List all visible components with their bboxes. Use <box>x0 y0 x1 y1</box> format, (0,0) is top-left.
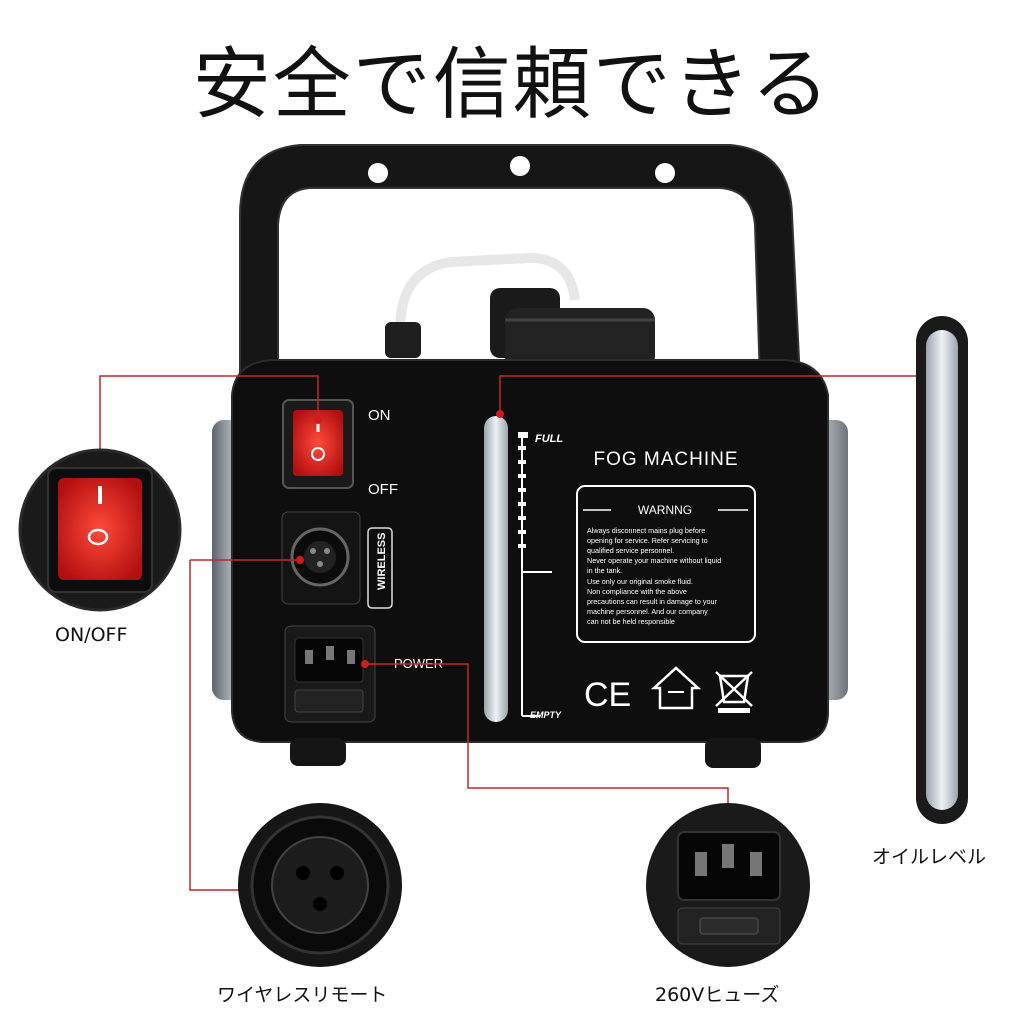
gauge-full-label: FULL <box>535 433 563 445</box>
callout-dot <box>296 556 304 564</box>
warning-line: qualified service personnel. <box>587 546 674 555</box>
ce-mark: CE <box>584 676 631 714</box>
switch-off-label: OFF <box>368 481 398 498</box>
oil-level-callout-label: オイルレベル <box>872 846 987 868</box>
warning-line: Never operate your machine without liqui… <box>587 556 721 565</box>
oil-level-closeup <box>916 316 968 824</box>
wireless-socket-closeup <box>238 803 402 967</box>
warning-line: Use only our original smoke fluid. <box>587 577 693 586</box>
switch-callout-label: ON/OFF <box>55 624 128 646</box>
callout-dot <box>314 416 322 424</box>
brand-label: FOG MACHINE <box>593 449 738 470</box>
carry-handle <box>239 144 802 381</box>
oil-level-tube <box>484 416 508 722</box>
power-switch[interactable] <box>282 399 354 489</box>
indoor-use-icon <box>650 666 702 710</box>
callout-dot <box>361 660 369 668</box>
warning-panel: WARNNG Always disconnect mains plug befo… <box>576 485 756 643</box>
tank-cap <box>385 252 655 368</box>
warning-line: opening for service. Refer servicing to <box>587 536 708 545</box>
wireless-tag-box <box>367 527 393 609</box>
wireless-socket[interactable] <box>281 511 361 605</box>
warning-line: Always disconnect mains plug before <box>587 526 705 535</box>
fuse-inlet-closeup <box>646 803 810 967</box>
warning-line: Non compliance with the above <box>587 587 687 596</box>
callout-dot <box>496 410 504 418</box>
machine-body <box>231 359 829 743</box>
fuse-callout-label: 260Vヒューズ <box>655 984 780 1006</box>
foot <box>705 738 761 768</box>
power-inlet[interactable] <box>284 625 376 723</box>
warning-line: machine personnel. And our company <box>587 607 708 616</box>
gauge-empty-label: EMPTY <box>530 710 562 720</box>
callout-lines <box>99 375 916 891</box>
switch-closeup <box>18 448 182 612</box>
handle-hole <box>510 156 530 176</box>
wireless-callout-label: ワイヤレスリモート <box>217 984 388 1006</box>
level-scale <box>518 432 552 717</box>
page-title: 安全で信頼できる <box>192 40 832 130</box>
handle-hole <box>368 163 388 183</box>
wireless-tag-label: WIRELESS <box>376 533 388 590</box>
warning-line: can not be held responsible <box>587 617 675 626</box>
warning-line: precautions can result in damage to your <box>587 597 717 606</box>
warning-line: in the tank. <box>587 566 622 575</box>
warning-title: WARNNG <box>638 503 692 517</box>
switch-on-label: ON <box>368 407 391 424</box>
foot <box>290 738 346 766</box>
handle-hole <box>655 163 675 183</box>
weee-bin-icon <box>715 671 753 713</box>
